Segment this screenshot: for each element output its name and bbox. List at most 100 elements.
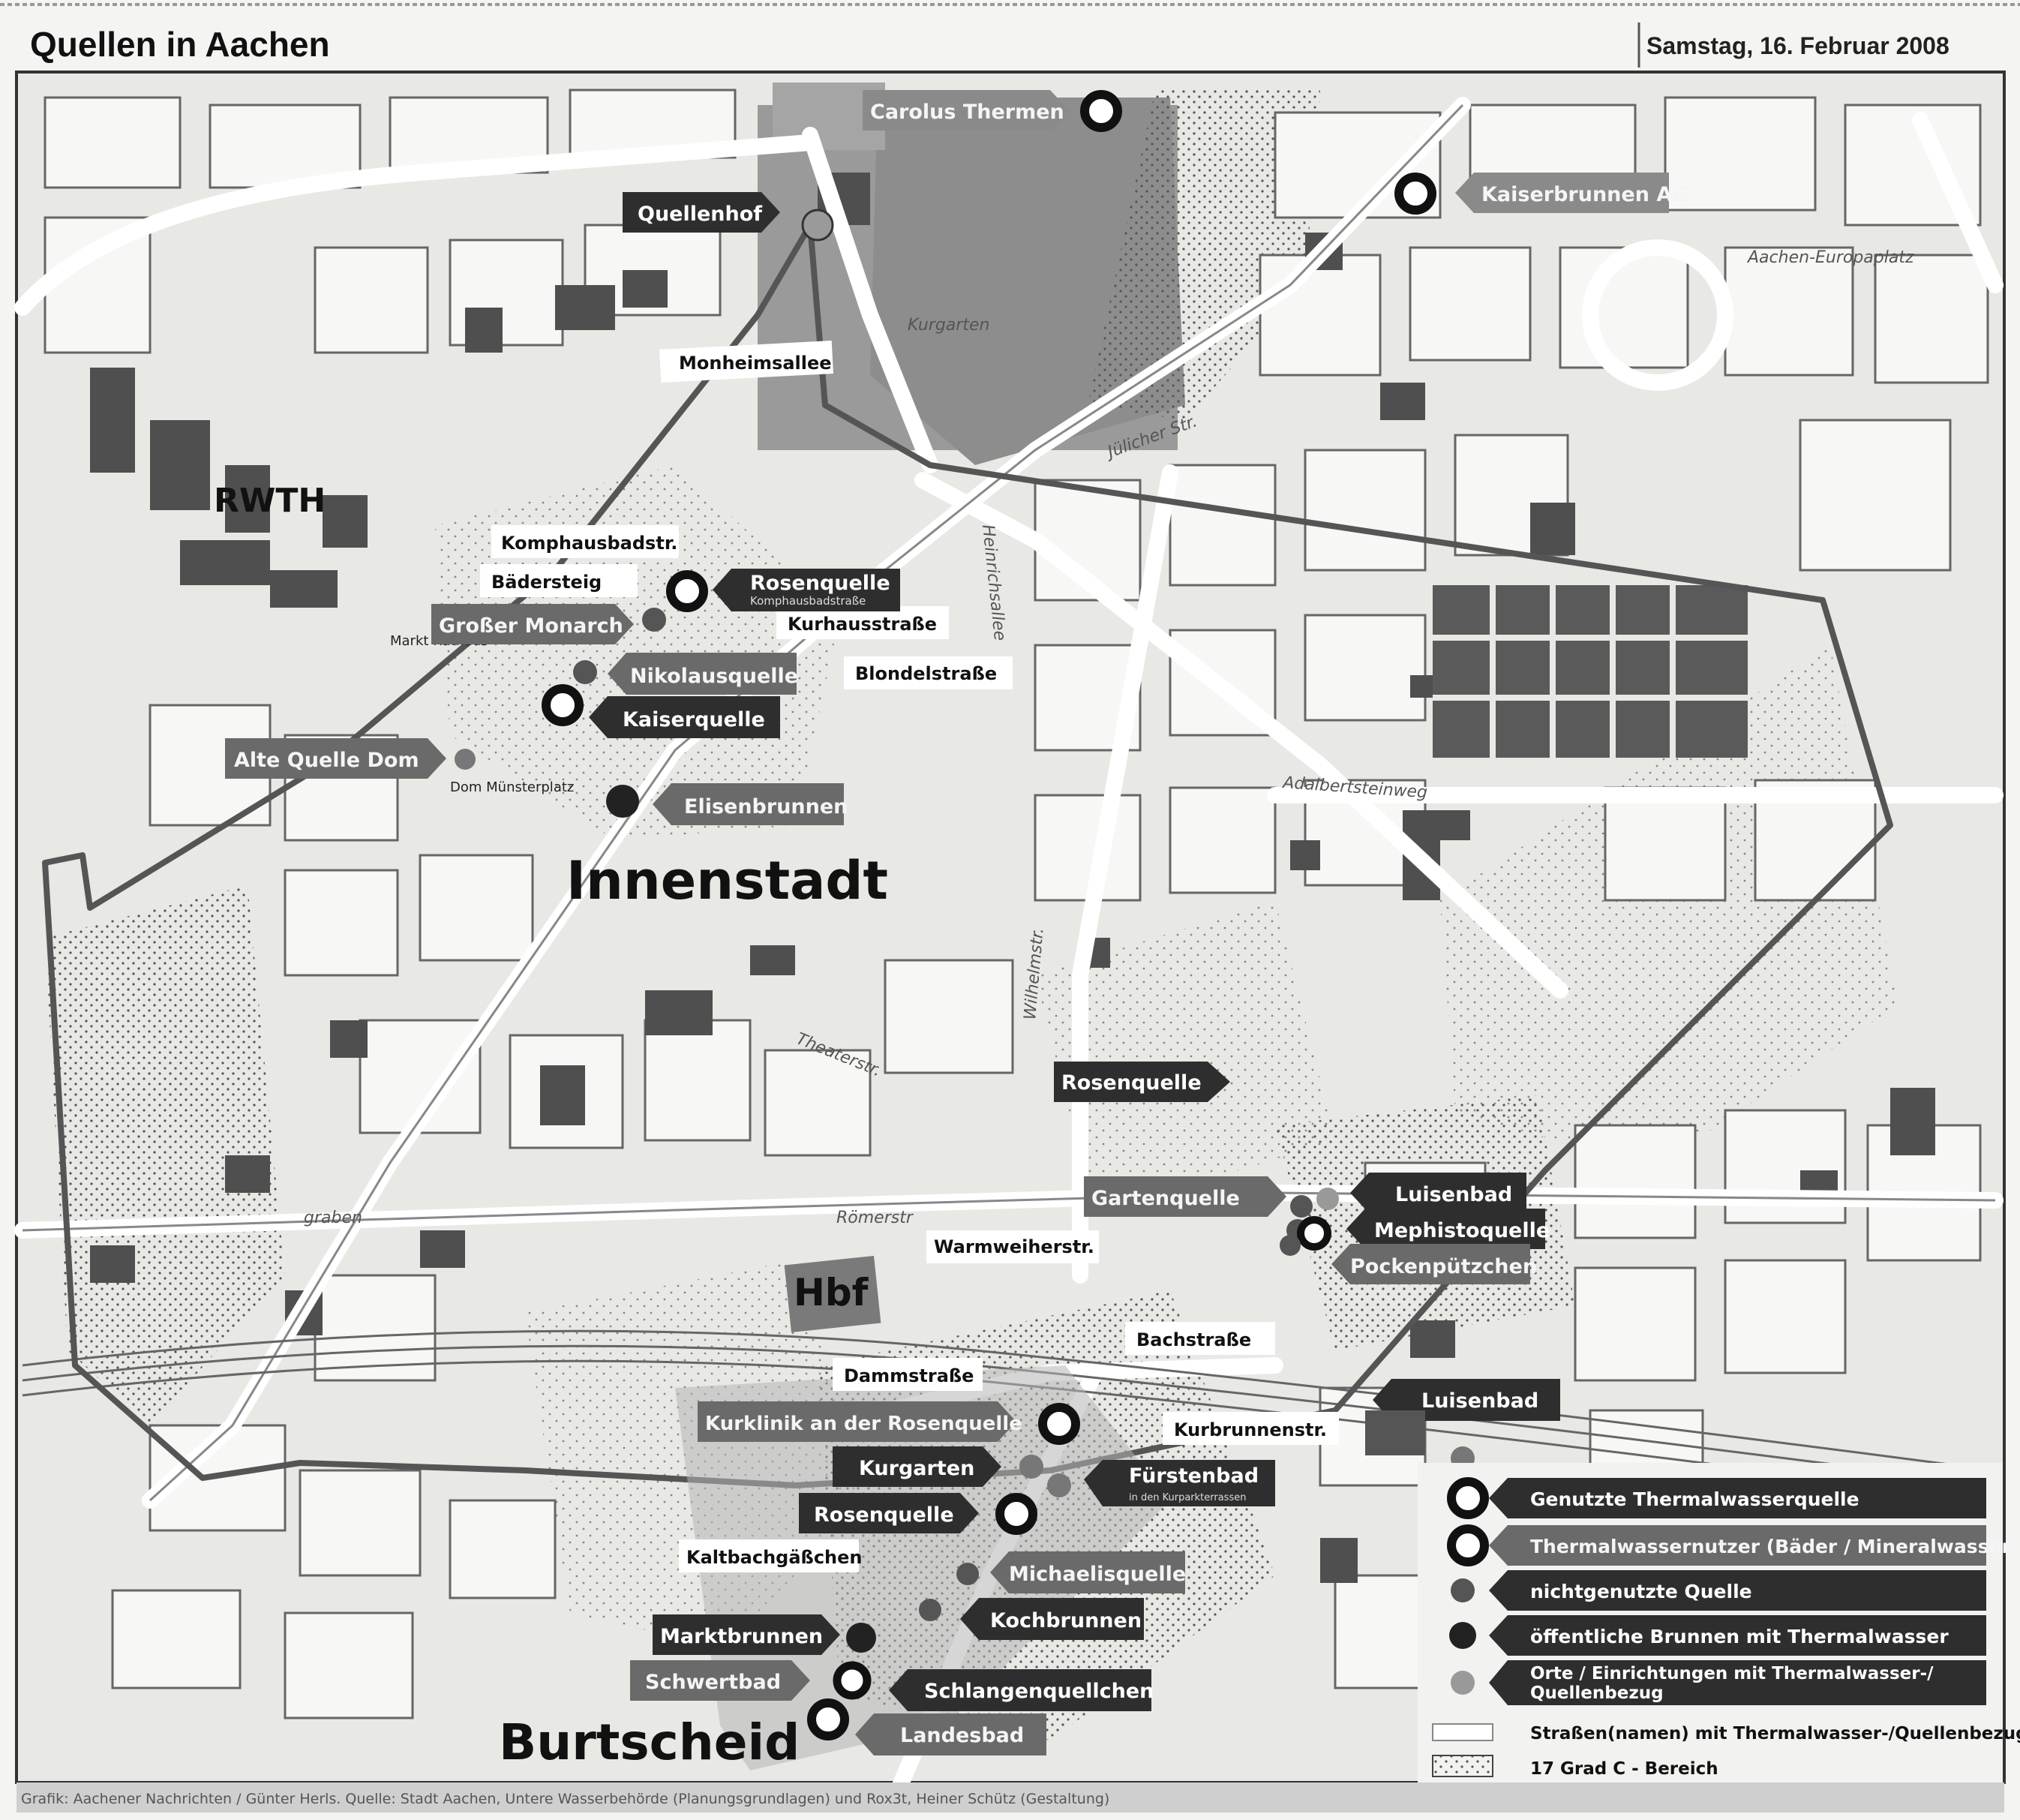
zone-17c xyxy=(1035,900,1335,1215)
marker-unused xyxy=(573,660,597,684)
label-europaplatz: Aachen-Europaplatz xyxy=(1746,248,1914,267)
roundabout xyxy=(1582,239,1733,391)
label-dom: Dom Münsterplatz xyxy=(450,779,574,795)
legend-item: nichtgenutzte Quelle xyxy=(1530,1581,1752,1602)
label-rosenquelle-bottom: Rosenquelle xyxy=(814,1503,954,1527)
zone-17c xyxy=(1088,90,1320,420)
district-burtscheid: Burtscheid xyxy=(499,1713,800,1771)
street-roemerstr: Römerstr xyxy=(836,1209,914,1227)
zone-17c xyxy=(45,885,285,1425)
label-kochbrunnen: Kochbrunnen xyxy=(990,1609,1142,1632)
marker-used-thermal xyxy=(666,570,708,612)
marker-unused xyxy=(642,608,666,632)
label-carolus-thermen: Carolus Thermen xyxy=(870,101,1064,124)
marker-place xyxy=(1019,1455,1043,1479)
district-innenstadt: Innenstadt xyxy=(566,850,888,912)
legend: Genutzte Thermalwasserquelle Thermalwass… xyxy=(1418,1463,2020,1785)
marker-used-thermal xyxy=(995,1493,1037,1535)
legend-item: Straßen(namen) mit Thermalwasser-/Quelle… xyxy=(1530,1724,2020,1743)
label-schlangenquellchen: Schlangenquellchen xyxy=(924,1680,1154,1703)
marker-unused xyxy=(919,1599,941,1621)
buildings xyxy=(90,173,1935,1583)
marker-place xyxy=(1047,1473,1071,1497)
map: Jülicher Str. Heinrichsallee Adalbertste… xyxy=(14,71,2020,1794)
building-luisenbad xyxy=(1365,1410,1425,1455)
hbf-box xyxy=(784,1255,881,1333)
legend-thermal-user-icon xyxy=(1447,1524,1489,1566)
label-alte-quelle-dom: Alte Quelle Dom xyxy=(234,749,419,772)
label-fuerstenbad-sub: in den Kurparkterrassen xyxy=(1129,1492,1246,1503)
page-title: Quellen in Aachen xyxy=(30,25,330,64)
street-kurbrunnenstr: Kurbrunnenstr. xyxy=(1174,1419,1327,1440)
label-rosenquelle-mid: Rosenquelle xyxy=(1061,1071,1202,1095)
label-gartenquelle: Gartenquelle xyxy=(1091,1187,1240,1210)
label-landesbad: Landesbad xyxy=(900,1724,1024,1747)
footer-credit: Grafik: Aachener Nachrichten / Günter He… xyxy=(21,1791,1109,1807)
label-rosenquelle-top: Rosenquelle xyxy=(750,572,890,595)
marker-public-fountain xyxy=(846,1623,876,1653)
legend-item: 17 Grad C - Bereich xyxy=(1530,1759,1718,1779)
label-quellenhof: Quellenhof xyxy=(638,203,762,226)
marker-unused xyxy=(956,1563,979,1585)
label-kurgarten-map: Kurgarten xyxy=(908,316,989,335)
label-kaiserbrunnen-ag: Kaiserbrunnen AG xyxy=(1481,183,1688,206)
marker-unused xyxy=(1290,1195,1313,1218)
header: Quellen in Aachen Samstag, 16. Februar 2… xyxy=(0,3,2020,68)
marker-place xyxy=(1316,1188,1339,1210)
legend-zone-icon xyxy=(1432,1755,1493,1777)
label-mephistoquelle: Mephistoquelle xyxy=(1374,1219,1550,1242)
legend-item: öffentliche Brunnen mit Thermalwasser xyxy=(1530,1626,1949,1647)
date-label: Samstag, 16. Februar 2008 xyxy=(1646,32,1949,59)
label-schwertbad: Schwertbad xyxy=(645,1671,781,1694)
district-rwth: RWTH xyxy=(214,482,326,520)
legend-used-thermal-icon xyxy=(1447,1477,1489,1519)
marker-used-thermal xyxy=(1297,1216,1331,1251)
label-kurklinik: Kurklinik an der Rosenquelle xyxy=(705,1413,1022,1435)
legend-unused-icon xyxy=(1451,1578,1475,1602)
footer: Grafik: Aachener Nachrichten / Günter He… xyxy=(17,1782,2004,1812)
street-dammstrasse: Dammstraße xyxy=(844,1365,974,1386)
legend-street-icon xyxy=(1432,1723,1493,1741)
label-elisenbrunnen: Elisenbrunnen xyxy=(684,795,848,818)
label-luisenbad-bottom: Luisenbad xyxy=(1421,1389,1538,1413)
street-monheimsallee: Monheimsallee xyxy=(679,353,832,374)
street-kaltbachgaesschen: Kaltbachgäßchen xyxy=(686,1547,863,1568)
marker-used-thermal xyxy=(542,684,584,726)
label-fuerstenbad: Fürstenbad xyxy=(1129,1464,1259,1488)
street-warmweiherstr: Warmweiherstr. xyxy=(934,1236,1094,1257)
label-kurgarten: Kurgarten xyxy=(859,1457,974,1480)
street-baedersteig: Bädersteig xyxy=(491,572,602,593)
legend-place-icon xyxy=(1451,1671,1475,1695)
district-hbf: Hbf xyxy=(794,1271,869,1314)
label-pockenpuetzchen: Pockenpützchen xyxy=(1350,1255,1537,1278)
street-graben: graben xyxy=(304,1209,362,1227)
label-grosser-monarch: Großer Monarch xyxy=(439,614,623,638)
street-komphausbadstr: Komphausbadstr. xyxy=(501,533,677,554)
legend-item: Thermalwassernutzer (Bäder / Mineralwass… xyxy=(1530,1536,2019,1557)
marker-used-thermal xyxy=(1080,90,1122,132)
marker-unused xyxy=(1280,1235,1301,1256)
label-michaelisquelle: Michaelisquelle xyxy=(1009,1563,1186,1586)
marker-used-thermal xyxy=(833,1661,872,1700)
marker-used-thermal xyxy=(1394,173,1436,215)
spring-callouts: Carolus Thermen Kaiserbrunnen AG Quellen… xyxy=(225,90,1688,1755)
zone-17c xyxy=(1440,645,1898,1170)
label-marktbrunnen: Marktbrunnen xyxy=(660,1625,823,1648)
street-blondelstrasse: Blondelstraße xyxy=(855,663,997,684)
innenstadt-boundary xyxy=(42,222,1893,1488)
street-kurhausstrasse: Kurhausstraße xyxy=(788,614,937,635)
marker-unused xyxy=(455,749,476,770)
cemetery xyxy=(1433,585,1748,758)
marker-used-thermal xyxy=(807,1698,849,1740)
label-luisenbad-top: Luisenbad xyxy=(1395,1183,1512,1206)
label-kaiserquelle: Kaiserquelle xyxy=(623,708,765,731)
marker-public-fountain xyxy=(606,785,639,818)
legend-fountain-icon xyxy=(1449,1622,1476,1649)
legend-item: Quellenbezug xyxy=(1530,1683,1664,1703)
legend-item: Orte / Einrichtungen mit Thermalwasser-/ xyxy=(1530,1664,1934,1683)
legend-item: Genutzte Thermalwasserquelle xyxy=(1530,1488,1859,1510)
label-nikolausquelle: Nikolausquelle xyxy=(630,665,798,688)
marker-place xyxy=(801,209,834,242)
marker-used-thermal xyxy=(1038,1403,1080,1445)
street-labels: Monheimsallee Komphausbadstr. Bädersteig… xyxy=(480,341,1339,1572)
